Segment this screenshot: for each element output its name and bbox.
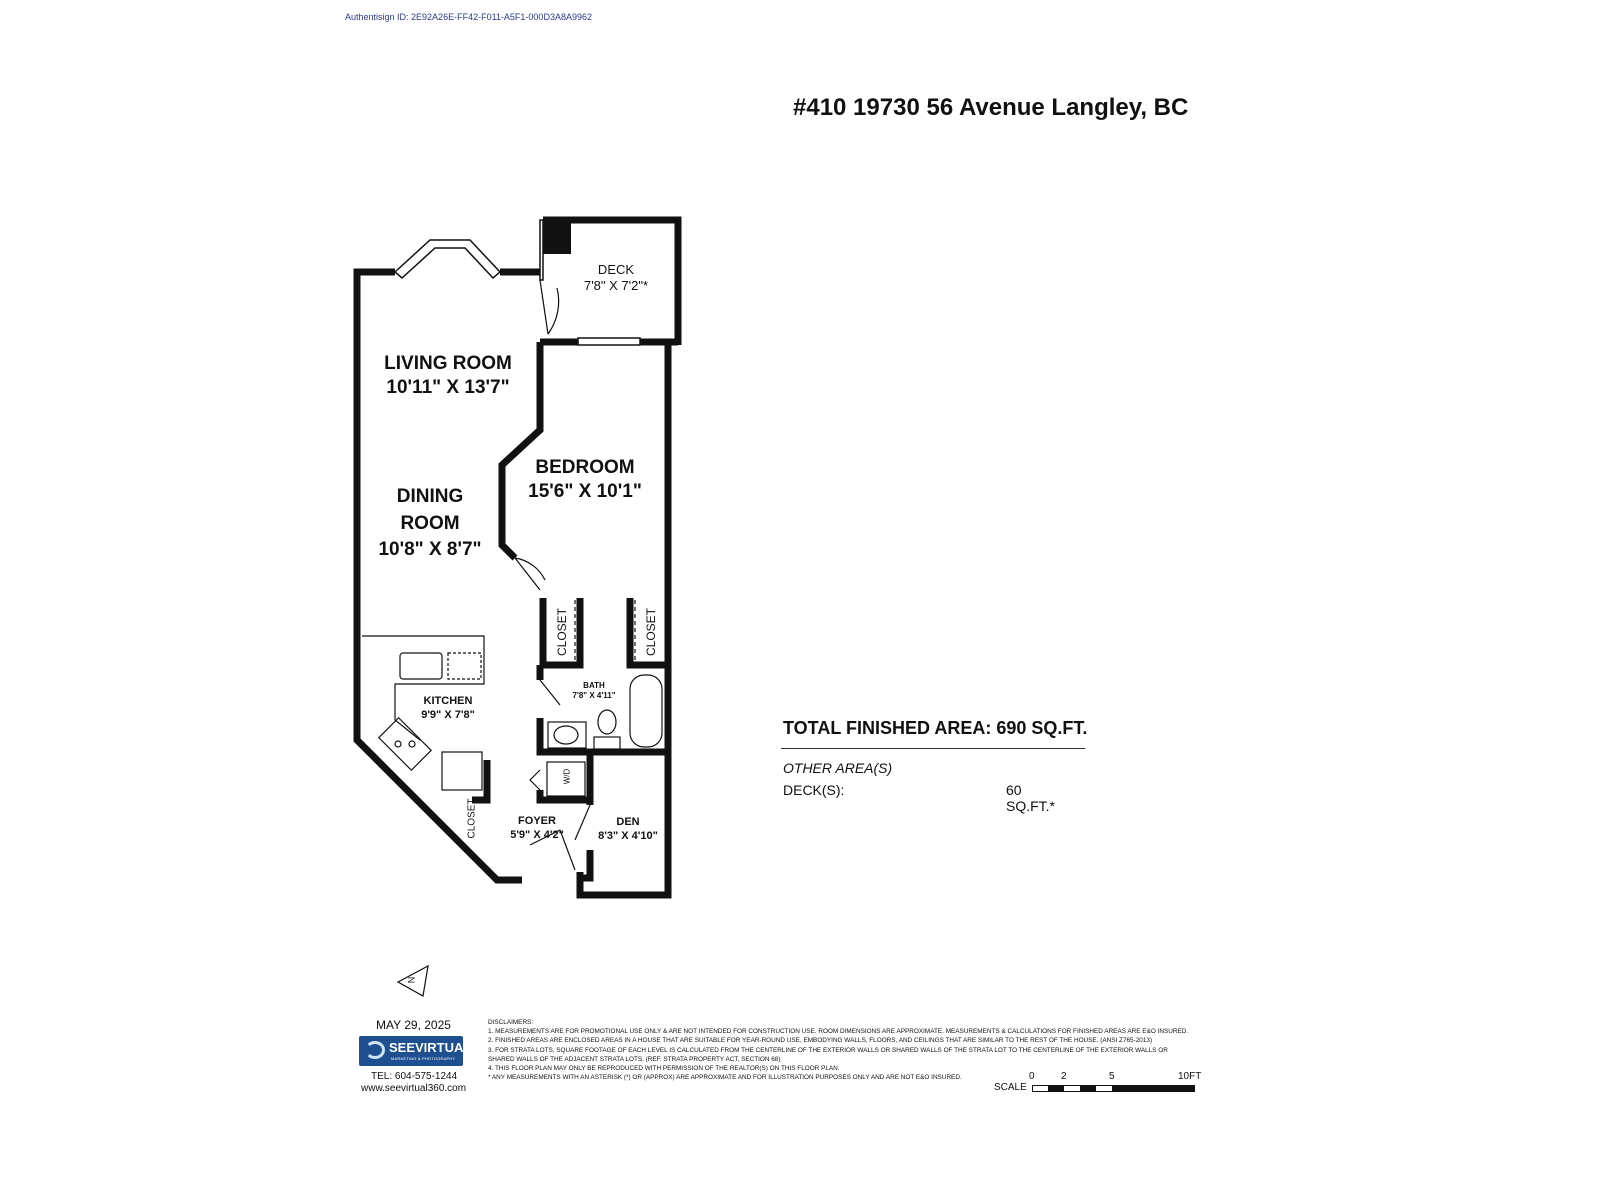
total-area: TOTAL FINISHED AREA: 690 SQ.FT. [783, 718, 1088, 738]
north-arrow [396, 964, 429, 997]
room-foyer: FOYER 5'9" X 4'2" [510, 815, 564, 843]
scale-bar [1032, 1085, 1195, 1092]
disclaimers: DISCLAIMERS: 1. MEASUREMENTS ARE FOR PRO… [488, 1018, 1208, 1082]
bedroom-window [577, 337, 641, 346]
room-name: LIVING ROOM [384, 353, 512, 374]
plan-date: MAY 29, 2025 [376, 1018, 451, 1032]
scale-tick: 2 [1061, 1071, 1067, 1082]
room-dims: 9'9" X 7'8" [421, 708, 475, 721]
phone: TEL: 604-575-1244 [371, 1071, 458, 1082]
room-den: DEN 8'3" X 4'10" [598, 816, 658, 844]
north-label: N [406, 976, 417, 984]
room-dims: 15'6" X 10'1" [528, 480, 642, 502]
bay-window [393, 239, 502, 280]
room-living: LIVING ROOM 10'11" X 13'7" [384, 352, 512, 400]
disclaimer-line: DISCLAIMERS: [488, 1019, 534, 1026]
room-name: DEN [616, 816, 640, 828]
room-dims: 7'8" X 7'2"* [583, 278, 649, 294]
room-dims: 8'3" X 4'10" [598, 829, 658, 842]
disclaimer-line: SHARED WALLS OF THE ADJACENT STRATA LOTS… [488, 1055, 781, 1063]
room-dims: 7'8" X 4'11" [572, 691, 616, 700]
room-kitchen: KITCHEN 9'9" X 7'8" [421, 695, 475, 723]
deck-wall [543, 216, 682, 345]
scale-tick: 5 [1109, 1071, 1115, 1082]
scale-tick: 10FT [1178, 1071, 1202, 1082]
property-address-title: #410 19730 56 Avenue Langley, BC [793, 94, 1189, 121]
disclaimer-line: 3. FOR STRATA LOTS, SQUARE FOOTAGE OF EA… [488, 1046, 1168, 1054]
room-name: BATH [583, 681, 605, 690]
exterior-wall-east [576, 345, 672, 899]
room-name: KITCHEN [423, 695, 473, 707]
room-name: DINING [396, 486, 464, 507]
room-bedroom: BEDROOM 15'6" X 10'1" [528, 456, 642, 504]
closet-label: CLOSET [555, 607, 570, 657]
deck-area-label: DECK(S): [783, 782, 845, 798]
closet-label: CLOSET [466, 798, 478, 839]
website: www.seevirtual360.com [361, 1083, 467, 1094]
exterior-wall-west [353, 268, 522, 884]
deck-area-row: DECK(S): 60 SQ.FT.* [783, 782, 1073, 814]
room-dims: 10'11" X 13'7" [386, 376, 510, 398]
other-areas-heading: OTHER AREA(S) [783, 760, 893, 776]
washer-dryer-label: W/D [562, 768, 572, 785]
seevirtual-logo: SEEVIRTUAL MARKETING & PHOTOGRAPHY [359, 1036, 471, 1066]
scale-label: SCALE [994, 1082, 1027, 1093]
scale-tick: 0 [1029, 1071, 1035, 1082]
disclaimer-line: 1. MEASUREMENTS ARE FOR PROMOTIONAL USE … [488, 1028, 1189, 1036]
room-bath: BATH 7'8" X 4'11" [573, 681, 616, 701]
room-name: FOYER [518, 815, 556, 827]
disclaimer-line: 4. THIS FLOOR PLAN MAY ONLY BE REPRODUCE… [488, 1065, 840, 1073]
authentisign-id: Authentisign ID: 2E92A26E-FF42-F011-A5F1… [345, 12, 592, 22]
disclaimer-line: * ANY MEASUREMENTS WITH AN ASTERISK (*) … [488, 1074, 962, 1082]
room-dims: 5'9" X 4'2" [510, 828, 564, 841]
room-name: ROOM [400, 512, 460, 534]
room-deck: DECK 7'8" X 7'2"* [584, 262, 648, 295]
room-name: DECK [597, 262, 635, 277]
deck-area-value: 60 SQ.FT.* [1006, 782, 1056, 814]
logo-subtitle: MARKETING & PHOTOGRAPHY [391, 1056, 456, 1061]
room-dims: 10'8" X 8'7" [378, 539, 482, 561]
bedroom-wall [498, 342, 544, 561]
logo-swirl-icon [365, 1041, 385, 1059]
logo-name: SEEVIRTUAL [389, 1040, 472, 1055]
room-name: BEDROOM [535, 457, 635, 478]
room-dining: DINING ROOM 10'8" X 8'7" [378, 484, 481, 564]
disclaimer-line: 2. FINISHED AREAS ARE ENCLOSED AREAS IN … [488, 1037, 1153, 1045]
closet-label: CLOSET [644, 607, 659, 657]
divider [781, 748, 1085, 749]
